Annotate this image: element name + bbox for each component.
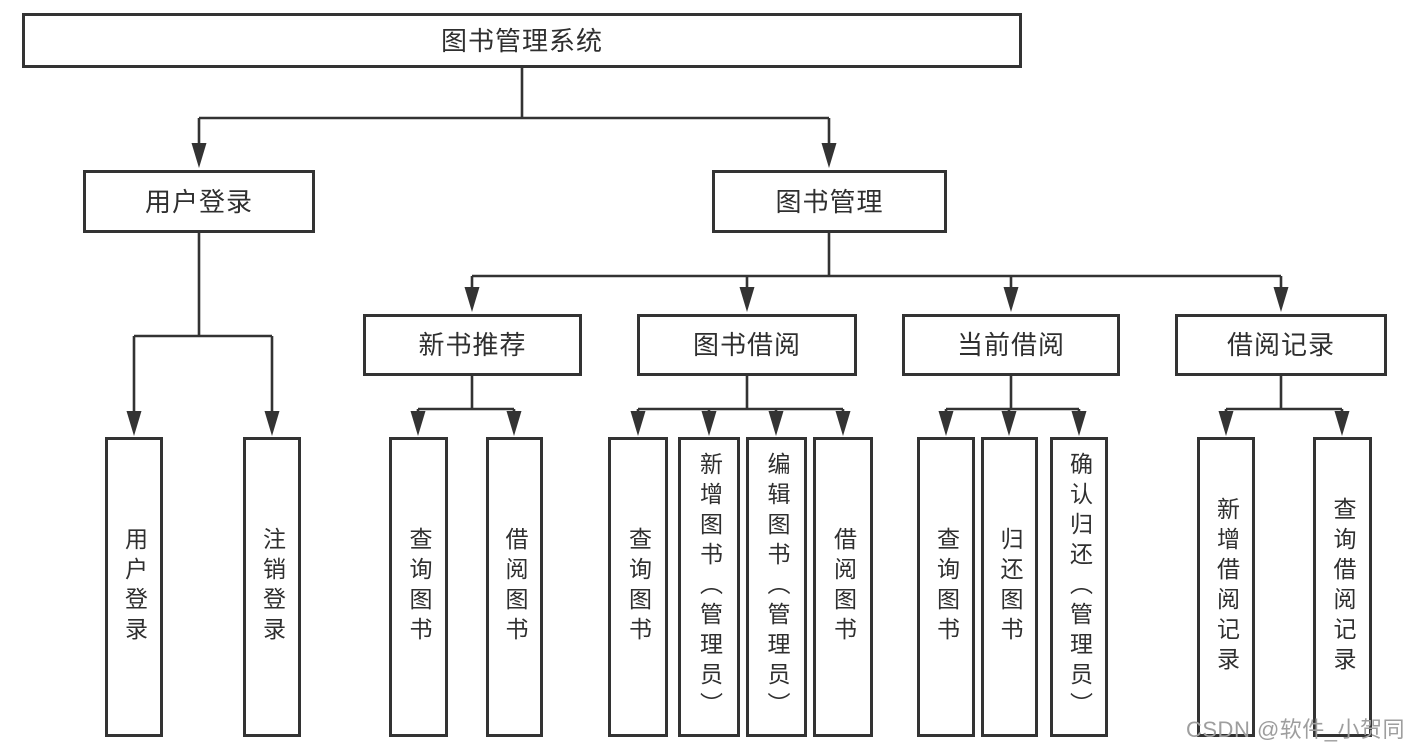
leaf-query-books-current: 查询图书 [917, 437, 975, 737]
arrowhead [264, 411, 280, 436]
leaf-logout: 注销登录 [243, 437, 301, 737]
leaf-query-books-borrow: 查询图书 [608, 437, 668, 737]
node-current-borrow: 当前借阅 [902, 314, 1120, 376]
connector-current-borrow [944, 376, 1081, 414]
node-book-borrow: 图书借阅 [637, 314, 857, 376]
leaf-edit-books-admin: 编辑图书（管理员） [746, 437, 807, 737]
leaf-query-borrow-record: 查询借阅记录 [1313, 437, 1372, 737]
connector-book-management [470, 233, 1283, 290]
leaf-query-books-recommend: 查询图书 [389, 437, 448, 737]
leaf-user-login: 用户登录 [105, 437, 163, 737]
leaf-add-borrow-record: 新增借阅记录 [1197, 437, 1255, 737]
arrowhead [630, 411, 646, 436]
node-new-book-recommend: 新书推荐 [363, 314, 582, 376]
node-book-management: 图书管理 [712, 170, 947, 233]
connector-user-login [132, 233, 274, 412]
arrowhead [464, 287, 480, 312]
arrowhead [191, 143, 207, 168]
arrowhead [1001, 411, 1017, 436]
arrowhead [506, 411, 522, 436]
arrowhead [410, 411, 426, 436]
leaf-confirm-return-admin: 确认归还（管理员） [1050, 437, 1108, 737]
arrowhead [701, 411, 717, 436]
arrowhead [1218, 411, 1234, 436]
arrowhead [126, 411, 142, 436]
arrowhead [835, 411, 851, 436]
connector-book-borrow [636, 376, 845, 414]
arrowhead [821, 143, 837, 168]
leaf-add-books-admin: 新增图书（管理员） [678, 437, 740, 737]
node-library-management-system: 图书管理系统 [22, 13, 1022, 68]
leaf-borrow-books-borrow: 借阅图书 [813, 437, 873, 737]
node-user-login: 用户登录 [83, 170, 315, 233]
connector-borrow-records [1224, 376, 1344, 414]
arrowhead [938, 411, 954, 436]
arrowhead [768, 411, 784, 436]
leaf-borrow-books-recommend: 借阅图书 [486, 437, 543, 737]
connector-root [197, 68, 831, 144]
csdn-watermark: CSDN @软件_小贺同学 [1186, 717, 1405, 742]
arrowhead [1273, 287, 1289, 312]
arrowhead [1334, 411, 1350, 436]
arrowhead [739, 287, 755, 312]
arrowhead [1071, 411, 1087, 436]
leaf-return-books: 归还图书 [981, 437, 1038, 737]
node-borrow-records: 借阅记录 [1175, 314, 1387, 376]
arrowhead [1003, 287, 1019, 312]
connector-new-book [416, 376, 516, 414]
